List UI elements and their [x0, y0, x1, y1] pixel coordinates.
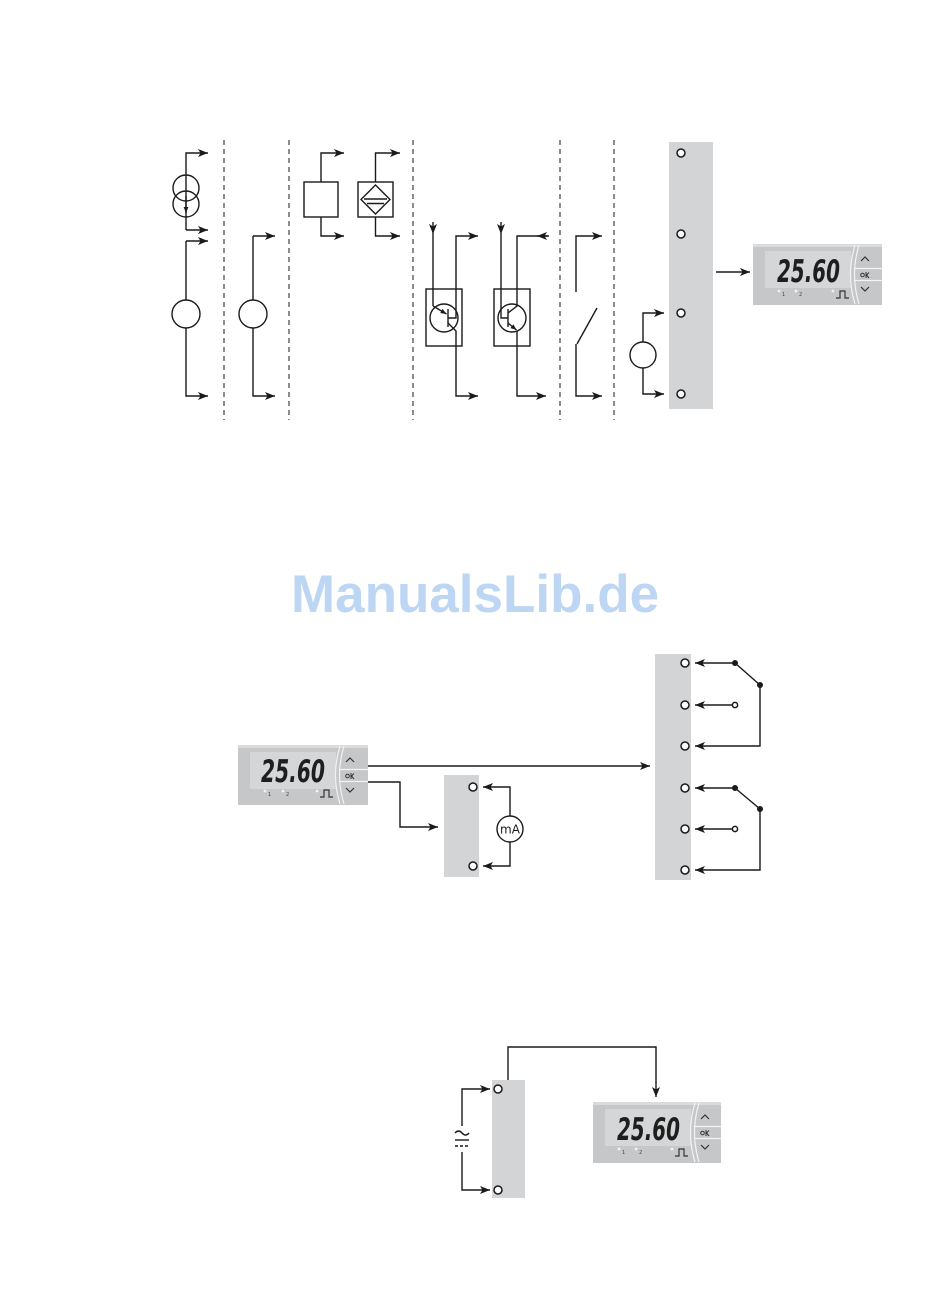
- terminal: [681, 784, 689, 792]
- relay-2-contacts: [695, 785, 763, 870]
- wire: [643, 368, 664, 394]
- relay-blade: [735, 663, 760, 685]
- output-wiring-diagram: 25.60 1 2 mA: [238, 654, 763, 880]
- wire-to-analog-strip: [368, 782, 438, 827]
- display-top-edge: [753, 244, 882, 247]
- pnp-transistor-sensor: [426, 222, 478, 396]
- contact-switch-sensor: [576, 236, 602, 396]
- wire: [462, 1089, 490, 1126]
- terminal-strip: [492, 1080, 525, 1198]
- wire: [695, 809, 760, 870]
- generic-sensor-block: [304, 153, 344, 236]
- terminal-strip: [669, 142, 713, 409]
- led-1-label: 1: [622, 1150, 625, 1156]
- wire: [576, 236, 602, 292]
- digital-display: 25.60 1 2: [238, 745, 368, 805]
- led-2-indicator: [795, 290, 798, 293]
- led-pulse-indicator: [832, 290, 835, 293]
- led-1-label: 1: [782, 292, 785, 298]
- sensor-box: [304, 182, 338, 217]
- input-terminal-strip: [669, 142, 713, 409]
- led-2-label: 2: [799, 292, 802, 298]
- display-top-edge: [238, 745, 368, 748]
- led-1-indicator: [264, 790, 267, 793]
- led-1-indicator: [778, 290, 781, 293]
- terminal: [677, 309, 685, 317]
- source-circle: [630, 342, 656, 368]
- terminal: [681, 701, 689, 709]
- terminal: [681, 742, 689, 750]
- ac-dc-icon: [455, 1131, 469, 1146]
- wire: [321, 217, 344, 236]
- display-reading: 25.60: [261, 754, 325, 790]
- led-pulse-indicator: [316, 790, 319, 793]
- terminal: [681, 866, 689, 874]
- wire: [695, 685, 760, 746]
- relay-1-contacts: [695, 660, 763, 746]
- wire: [321, 153, 344, 182]
- power-terminal-strip: [492, 1080, 525, 1198]
- transistor-box: [494, 289, 530, 346]
- excitation-source: [630, 313, 664, 394]
- terminal: [681, 825, 689, 833]
- source-circle: [172, 300, 200, 328]
- contact-open: [732, 702, 737, 707]
- led-pulse-indicator: [671, 1148, 674, 1151]
- terminal: [494, 1085, 502, 1093]
- current-source-sensor: [173, 153, 208, 230]
- watermark-text: ManualsLib.de: [291, 565, 659, 624]
- wire: [376, 217, 401, 236]
- terminal-strip: [655, 654, 691, 880]
- digital-display: 25.60 1 2: [593, 1102, 721, 1163]
- contact-open: [732, 826, 737, 831]
- led-2-label: 2: [286, 792, 289, 798]
- terminal: [677, 390, 685, 398]
- two-wire-source-sensor: [239, 236, 275, 396]
- npn-transistor-sensor: [494, 222, 549, 396]
- source-circle: [239, 300, 267, 328]
- led-1-indicator: [618, 1148, 621, 1151]
- ammeter: mA: [483, 787, 523, 866]
- contact-pivot: [732, 785, 738, 791]
- relay-blade: [735, 788, 760, 809]
- wire: [483, 842, 510, 866]
- terminal: [681, 659, 689, 667]
- isolated-sensor-block: [358, 153, 400, 236]
- sensor-input-diagram: 25.60 1 2: [172, 140, 882, 420]
- contact-pivot: [732, 660, 738, 666]
- display-reading: 25.60: [777, 254, 840, 290]
- digital-display: 25.60 1 2: [753, 244, 882, 305]
- display-top-edge: [593, 1102, 721, 1105]
- column-separators: [224, 140, 614, 420]
- power-supply-diagram: 25.60 1 2: [455, 1047, 721, 1198]
- terminal: [677, 149, 685, 157]
- analog-output-strip: [444, 775, 479, 877]
- switch-blade: [577, 308, 597, 344]
- wire: [576, 344, 602, 396]
- terminal: [494, 1186, 502, 1194]
- led-1-label: 1: [268, 792, 271, 798]
- power-supply-input: [455, 1089, 490, 1190]
- display-reading: 25.60: [617, 1112, 680, 1148]
- terminal: [677, 230, 685, 238]
- led-2-indicator: [635, 1148, 638, 1151]
- wire: [462, 1152, 490, 1190]
- wire-to-display: [508, 1047, 656, 1097]
- wire: [483, 787, 510, 816]
- contact-closed: [757, 806, 763, 812]
- voltage-source-sensor: [172, 241, 208, 396]
- terminal: [469, 783, 477, 791]
- led-2-label: 2: [639, 1150, 642, 1156]
- contact-closed: [757, 682, 763, 688]
- relay-output-strip: [655, 654, 691, 880]
- wire: [376, 153, 401, 182]
- led-2-indicator: [282, 790, 285, 793]
- wire: [643, 313, 664, 342]
- ammeter-label: mA: [500, 823, 521, 837]
- terminal: [469, 862, 477, 870]
